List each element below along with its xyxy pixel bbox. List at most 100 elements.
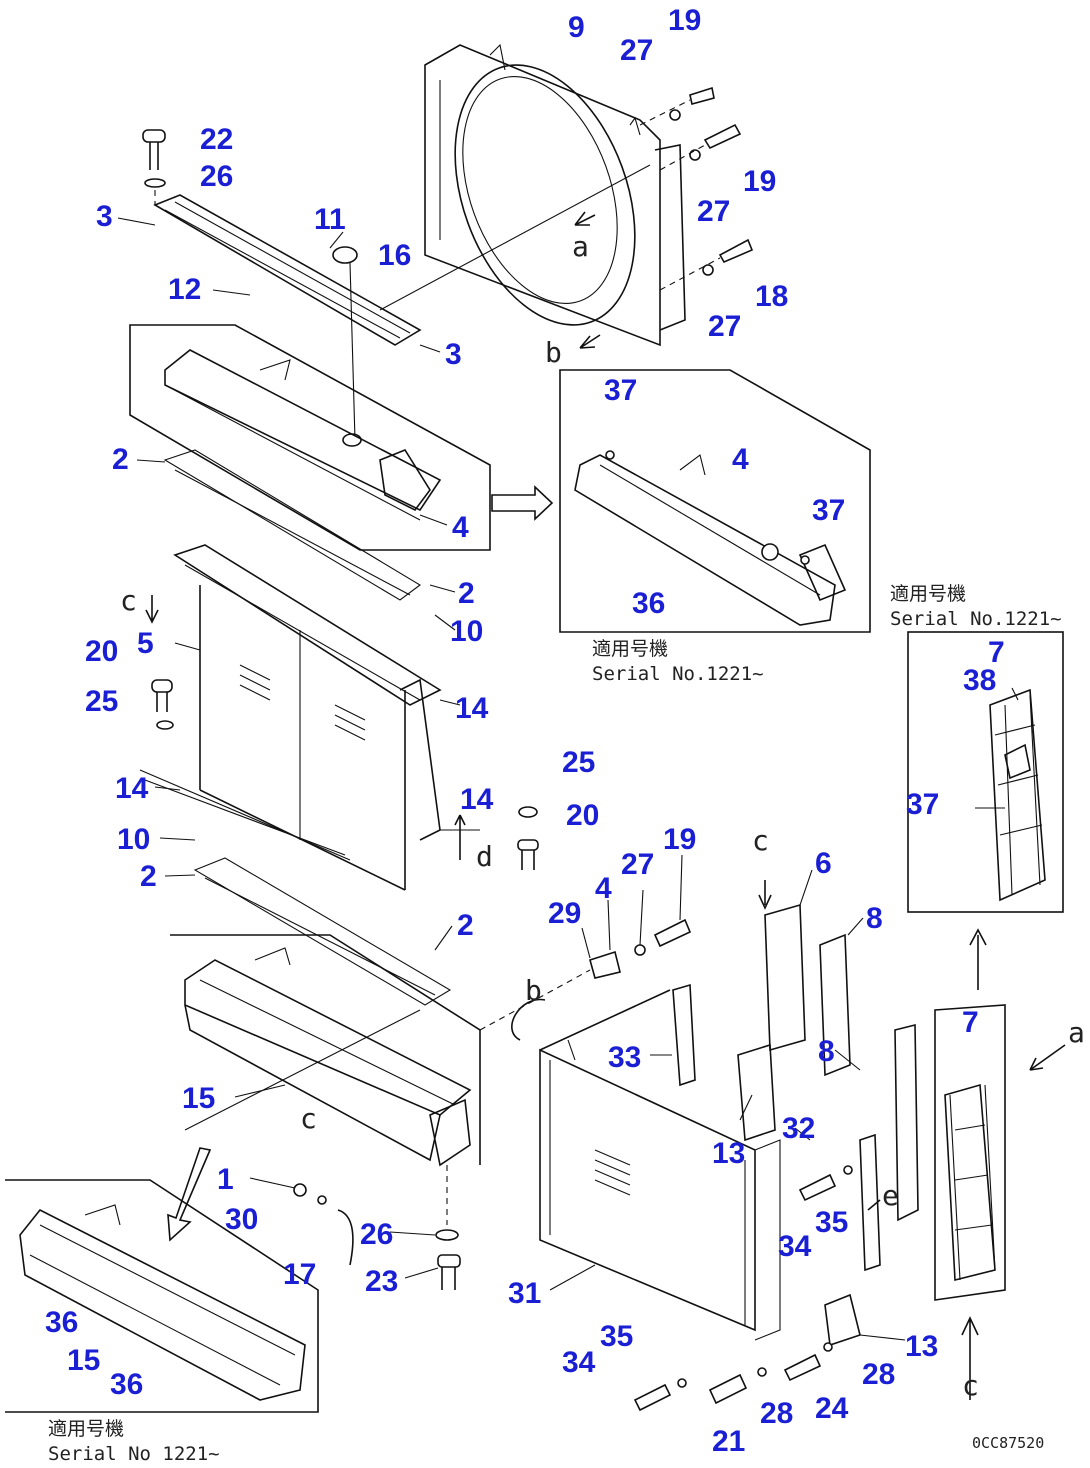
seal-strip-lower bbox=[139, 769, 351, 861]
filler-cap-part bbox=[332, 246, 362, 447]
detail-arrow-lower bbox=[167, 1147, 212, 1242]
callout-36-b: 36 bbox=[110, 1368, 143, 1401]
callout-labels: 9 19 27 19 27 18 27 22 26 3 11 16 12 3 3… bbox=[45, 4, 1005, 1458]
callout-37-b: 37 bbox=[812, 494, 845, 527]
bolt-right-part bbox=[517, 806, 539, 870]
callout-27-d: 27 bbox=[621, 848, 654, 881]
callout-14-b: 14 bbox=[115, 772, 149, 805]
callout-38: 38 bbox=[963, 664, 996, 697]
callout-4-b: 4 bbox=[595, 872, 612, 905]
view-letter-d: d bbox=[476, 840, 493, 873]
callout-35-b: 35 bbox=[600, 1320, 633, 1353]
callout-5: 5 bbox=[137, 627, 154, 660]
callout-25-a: 25 bbox=[85, 685, 118, 718]
callout-15-a: 15 bbox=[182, 1082, 215, 1115]
detail-arrow bbox=[491, 485, 554, 521]
hose-fitting-part bbox=[479, 918, 692, 1031]
callout-1: 1 bbox=[217, 1163, 234, 1196]
serial-notes: 適用号機 Serial No.1221~ 適用号機 Serial No.1221… bbox=[48, 583, 1062, 1465]
callout-19-a: 19 bbox=[668, 4, 701, 37]
callout-14-c: 14 bbox=[460, 783, 494, 816]
gasket-layer-upper bbox=[163, 449, 421, 601]
callout-26-a: 26 bbox=[200, 160, 233, 193]
callout-22: 22 bbox=[200, 123, 233, 156]
callout-6: 6 bbox=[815, 847, 832, 880]
callout-18: 18 bbox=[755, 280, 788, 313]
leader-lines bbox=[117, 217, 1019, 1341]
serial-note-detail-bottom: Serial No 1221~ bbox=[48, 1443, 220, 1465]
callout-33: 33 bbox=[608, 1041, 641, 1074]
callout-20-b: 20 bbox=[566, 799, 599, 832]
callout-34-b: 34 bbox=[562, 1346, 596, 1379]
callout-10-a: 10 bbox=[450, 615, 483, 648]
callout-32: 32 bbox=[782, 1112, 815, 1145]
upper-tank-part bbox=[129, 324, 491, 551]
view-letter-a-top: a bbox=[572, 230, 589, 263]
callout-21: 21 bbox=[712, 1425, 745, 1458]
bolt-left-part bbox=[151, 679, 174, 730]
view-letter-c-bottom: c bbox=[962, 1369, 979, 1402]
callout-13-b: 13 bbox=[905, 1330, 938, 1363]
callout-24: 24 bbox=[815, 1392, 849, 1425]
view-arrow-e bbox=[867, 1199, 881, 1211]
core-frame-part bbox=[173, 544, 442, 891]
gasket-layer-lower bbox=[193, 857, 452, 1006]
up-arrow bbox=[969, 928, 987, 990]
callout-10-b: 10 bbox=[117, 823, 150, 856]
bolt-group-top-right bbox=[639, 86, 754, 291]
callout-19-b: 19 bbox=[743, 165, 776, 198]
applicable-jp-detail-bottom: 適用号機 bbox=[48, 1418, 124, 1440]
callout-37-a: 37 bbox=[604, 374, 637, 407]
callout-20-a: 20 bbox=[85, 635, 118, 668]
callout-13-a: 13 bbox=[712, 1137, 745, 1170]
callout-3-a: 3 bbox=[96, 200, 113, 233]
callout-4-detail: 4 bbox=[732, 443, 749, 476]
callout-2-d: 2 bbox=[457, 909, 474, 942]
side-plates-part bbox=[672, 903, 919, 1347]
callout-2-b: 2 bbox=[458, 577, 475, 610]
callout-30: 30 bbox=[225, 1203, 258, 1236]
callout-23: 23 bbox=[365, 1265, 398, 1298]
callout-31: 31 bbox=[508, 1277, 541, 1310]
callout-16: 16 bbox=[378, 239, 411, 272]
view-letter-b-top: b bbox=[545, 336, 562, 369]
view-letters: a b c d c b c a e c bbox=[120, 230, 1085, 1402]
cap-bolt-part bbox=[142, 129, 166, 205]
serial-note-detail-right: Serial No.1221~ bbox=[890, 608, 1062, 630]
callout-2-a: 2 bbox=[112, 443, 129, 476]
drain-parts bbox=[293, 1165, 461, 1290]
lower-tank-part bbox=[170, 934, 481, 1167]
view-arrow-c-mid bbox=[758, 880, 772, 910]
view-letter-c-left: c bbox=[120, 584, 137, 617]
side-panel-right bbox=[934, 1004, 1006, 1301]
applicable-jp-detail-top: 適用号機 bbox=[592, 638, 668, 660]
callout-15-b: 15 bbox=[67, 1344, 100, 1377]
callout-36-a: 36 bbox=[45, 1306, 78, 1339]
view-letter-a-right: a bbox=[1068, 1016, 1085, 1049]
upper-plate-part bbox=[153, 194, 422, 346]
callout-37-c: 37 bbox=[906, 788, 939, 821]
drawing-code: 0CC87520 bbox=[972, 1434, 1044, 1452]
view-letter-b-mid: b bbox=[525, 974, 542, 1007]
callout-8-b: 8 bbox=[818, 1035, 835, 1068]
serial-note-detail-top: Serial No.1221~ bbox=[592, 663, 764, 685]
detail-box-lower-tank bbox=[5, 1179, 319, 1413]
view-letter-c-mid: c bbox=[752, 824, 769, 857]
callout-34-a: 34 bbox=[778, 1230, 812, 1263]
callout-2-c: 2 bbox=[140, 860, 157, 893]
callout-8-a: 8 bbox=[866, 902, 883, 935]
callout-14-a: 14 bbox=[455, 692, 489, 725]
view-arrow-c-bottom bbox=[961, 1316, 979, 1400]
side-frame-part bbox=[511, 989, 781, 1341]
callout-7-a: 7 bbox=[988, 636, 1005, 669]
callout-27-c: 27 bbox=[708, 310, 741, 343]
view-arrow-a-right bbox=[1029, 1044, 1066, 1071]
callout-27-b: 27 bbox=[697, 195, 730, 228]
callout-7-b: 7 bbox=[962, 1006, 979, 1039]
view-arrow-c-left bbox=[145, 595, 159, 624]
view-letter-e: e bbox=[882, 1179, 899, 1212]
callout-12: 12 bbox=[168, 273, 201, 306]
callout-29: 29 bbox=[548, 897, 581, 930]
